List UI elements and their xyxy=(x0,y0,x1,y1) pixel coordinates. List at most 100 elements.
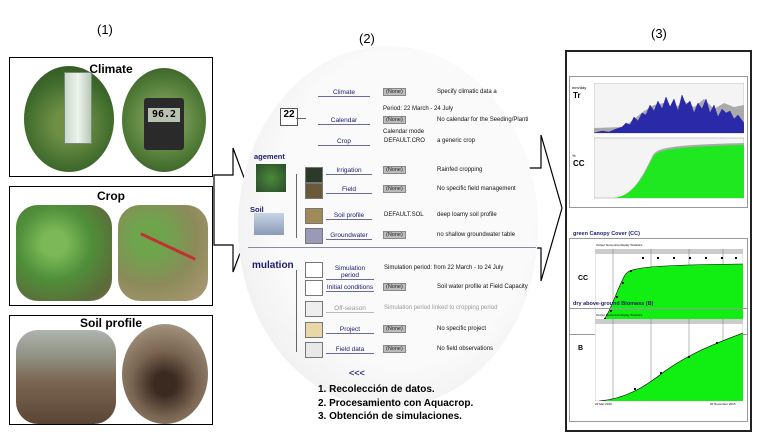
row-field-button[interactable]: Field xyxy=(326,186,372,194)
row-groundwater-desc: no shallow groundwater table xyxy=(437,232,516,238)
row-climate-value: (None) xyxy=(383,88,406,96)
tr-units: mm/day xyxy=(572,85,587,90)
b-tab-output[interactable]: Output xyxy=(596,313,606,317)
connector xyxy=(296,174,297,238)
cc-tab-output[interactable]: Output xyxy=(596,243,606,247)
row-soil-profile-desc: deep loamy soil profile xyxy=(437,212,497,218)
section-simulation: mulation xyxy=(252,260,294,271)
row-soil-profile-value: DEFAULT.SOL xyxy=(384,212,424,218)
groundwater-icon[interactable] xyxy=(305,228,323,244)
cc-chart-tabs[interactable]: Output Numerical display Statistics xyxy=(596,243,642,247)
cc-chart-title: green Canopy Cover (CC) xyxy=(573,231,640,237)
row-field-data-value: (None) xyxy=(383,345,406,353)
rain-gauge-icon xyxy=(64,72,92,144)
row-groundwater-value: (None) xyxy=(383,231,406,239)
row-off-season-desc: Simulation period linked to cropping per… xyxy=(384,305,498,311)
tr-cc-chart: mm/day Tr % CC xyxy=(569,76,748,208)
b-tab-statistics[interactable]: Statistics xyxy=(630,313,643,317)
crop-title: Crop xyxy=(97,189,125,203)
row-climate-button[interactable]: Climate xyxy=(318,89,370,97)
crop-panel: Crop xyxy=(9,186,213,306)
step-2: 2. Procesamiento con Aquacrop. xyxy=(318,397,474,409)
row-project-desc: No specific project xyxy=(437,326,487,332)
row-off-season-button[interactable]: Off-season xyxy=(326,305,374,313)
row-field-value: (None) xyxy=(383,185,406,193)
connector xyxy=(296,118,306,119)
row-initial-conditions-desc: Soil water profile at Field Capacity xyxy=(437,284,528,290)
soil-profile-icon[interactable] xyxy=(305,208,323,224)
step-3: 3. Obtención de simulaciones. xyxy=(318,411,462,422)
row-crop-pre: Calendar mode xyxy=(383,129,425,135)
soil-profile-title: Soil profile xyxy=(79,316,142,330)
row-calendar-button[interactable]: Calendar xyxy=(318,117,370,125)
section-divider xyxy=(248,247,536,248)
b-end-label: 20 November 2015 xyxy=(710,402,736,406)
tr-label: Tr xyxy=(573,91,581,100)
b-tab-numerical[interactable]: Numerical display xyxy=(605,313,630,317)
soil-icon xyxy=(254,213,284,235)
b-chart-title: dry above-ground Biomass (B) xyxy=(573,301,654,307)
cc-label: CC xyxy=(573,159,585,168)
cc-chart: green Canopy Cover (CC) Output Numerical… xyxy=(569,231,748,335)
simulation-period-icon[interactable] xyxy=(305,262,323,278)
row-irrigation-value: (None) xyxy=(383,166,406,174)
row-soil-profile-button[interactable]: Soil profile xyxy=(326,212,372,220)
row-calendar-pre: Period: 22 March - 24 July xyxy=(383,106,454,112)
field-data-icon[interactable] xyxy=(305,342,323,358)
row-field-data-desc: No field observations xyxy=(437,346,494,352)
connector xyxy=(296,270,297,352)
calendar-icon[interactable]: 22 xyxy=(280,108,298,126)
back-arrows-button[interactable]: <<< xyxy=(349,368,365,378)
irrigation-icon[interactable] xyxy=(305,167,323,183)
cc-chart-ylabel: CC xyxy=(578,275,589,282)
row-climate-desc: Specify climatic data a xyxy=(437,89,497,95)
b-plot xyxy=(595,319,743,401)
cc-units: % xyxy=(572,153,576,158)
column-number-2: (2) xyxy=(359,31,375,46)
row-project-button[interactable]: Project xyxy=(326,326,374,334)
management-icon xyxy=(256,164,286,192)
b-start-label: 22 Mar 2015 xyxy=(595,402,612,406)
digital-meter-icon: 96.2 xyxy=(144,98,184,150)
crop-field-photo-2 xyxy=(118,205,208,301)
row-irrigation-button[interactable]: Irrigation xyxy=(326,167,372,175)
cc-tab-numerical[interactable]: Numerical display xyxy=(605,243,630,247)
soil-profile-panel: Soil profile xyxy=(9,315,213,425)
cc-tab-statistics[interactable]: Statistics xyxy=(630,243,643,247)
meter-reading: 96.2 xyxy=(148,108,180,122)
b-chart-ylabel: B xyxy=(578,345,584,352)
irrigation-hose-icon xyxy=(140,232,196,261)
simulation-charts-panel: mm/day Tr % CC green Canopy Cover (CC) O… xyxy=(565,50,752,432)
rain-gauge-photo xyxy=(24,66,114,172)
b-chart-tabs[interactable]: Output Numerical display Statistics xyxy=(596,313,642,317)
step-1: 1. Recolección de datos. xyxy=(318,384,435,395)
climate-title: Climate xyxy=(89,62,133,76)
row-crop-button[interactable]: Crop xyxy=(318,138,370,146)
climate-panel: Climate 96.2 xyxy=(9,57,213,177)
field-icon[interactable] xyxy=(305,183,323,199)
row-initial-conditions-button[interactable]: Initial conditions xyxy=(326,284,374,292)
cc-plot xyxy=(595,249,743,324)
section-management: agement xyxy=(254,152,285,161)
row-project-value: (None) xyxy=(383,325,406,333)
biomass-chart: dry above-ground Biomass (B) Output Nume… xyxy=(569,301,748,422)
row-simulation-period-button[interactable]: Simulation period xyxy=(326,265,374,280)
calendar-icon-number: 22 xyxy=(283,109,295,120)
soil-pit-photo-2 xyxy=(122,324,208,424)
row-crop-desc: a generic crop xyxy=(437,138,476,144)
soil-pit-photo-1 xyxy=(16,330,116,424)
tr-cc-plot xyxy=(594,83,744,199)
row-groundwater-button[interactable]: Groundwater xyxy=(326,232,372,240)
project-icon[interactable] xyxy=(305,322,323,338)
off-season-icon[interactable] xyxy=(305,301,323,317)
column-number-1: (1) xyxy=(97,22,113,37)
section-soil: Soil xyxy=(250,205,264,214)
row-field-desc: No specific field management xyxy=(437,186,516,192)
row-field-data-button[interactable]: Field data xyxy=(326,346,374,354)
row-calendar-value: (None) xyxy=(383,116,406,124)
thermometer-photo: 96.2 xyxy=(122,68,206,172)
crop-field-photo-1 xyxy=(16,205,112,301)
row-initial-conditions-value: (None) xyxy=(383,283,406,291)
initial-conditions-icon[interactable] xyxy=(305,280,323,296)
process-steps: 1. Recolección de datos. 2. Procesamient… xyxy=(318,383,473,424)
